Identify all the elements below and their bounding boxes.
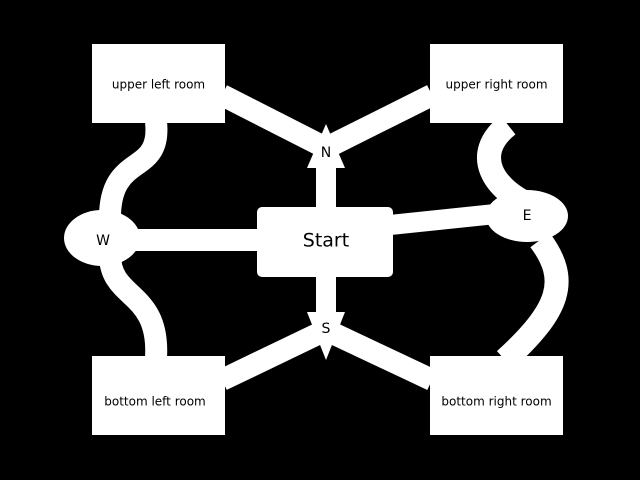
room-bottom-right: bottom right room bbox=[430, 356, 563, 435]
room-upper-right-label: upper right room bbox=[445, 78, 547, 92]
compass-south-label: S bbox=[322, 321, 331, 337]
compass-east-label: E bbox=[523, 208, 532, 224]
room-bottom-right-label: bottom right room bbox=[441, 395, 551, 409]
corridor-west-to-bottom-left bbox=[99, 254, 168, 359]
corridor-bottom-right-to-south bbox=[321, 320, 437, 390]
corridor-east-to-bottom-right bbox=[496, 232, 569, 369]
corridor-bottom-left-to-south bbox=[217, 320, 331, 390]
start-node: Start bbox=[257, 207, 393, 277]
compass-north: N bbox=[307, 124, 345, 168]
corridor-upper-right-to-north bbox=[321, 85, 437, 158]
compass-north-label: N bbox=[321, 145, 331, 161]
room-bottom-left-label: bottom left room bbox=[104, 395, 206, 409]
compass-east: E bbox=[486, 190, 568, 242]
start-label: Start bbox=[303, 230, 349, 252]
corridor-upper-left-to-north bbox=[217, 85, 331, 158]
compass-west-label: W bbox=[96, 233, 110, 249]
room-upper-right: upper right room bbox=[430, 44, 563, 123]
room-upper-left: upper left room bbox=[92, 44, 225, 123]
room-bottom-left: bottom left room bbox=[92, 356, 225, 435]
room-upper-left-label: upper left room bbox=[112, 78, 205, 92]
corridor-start-to-east bbox=[388, 203, 507, 235]
compass-west: W bbox=[64, 210, 140, 266]
corridor-upper-left-to-west bbox=[98, 120, 168, 223]
compass-south: S bbox=[307, 312, 345, 360]
